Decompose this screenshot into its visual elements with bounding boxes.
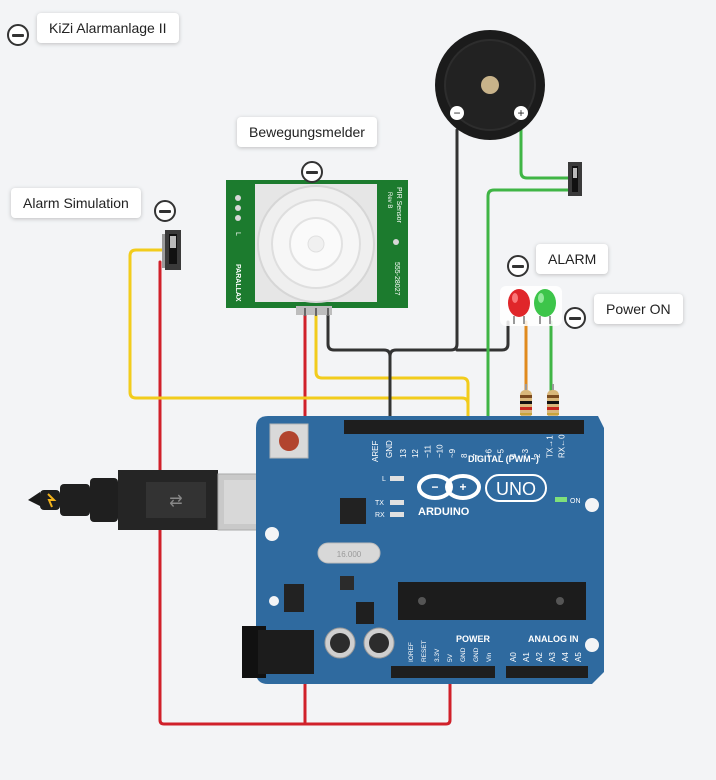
slide-switch-alarm-sim[interactable]: [162, 230, 181, 270]
digital-label: DIGITAL (PWM~): [468, 454, 539, 464]
digital-pin-label: ~3: [521, 448, 530, 458]
pir-label-1: PIR Sensor: [395, 187, 402, 223]
digital-pin-label: 7: [472, 453, 481, 458]
note-motion-text: Bewegungsmelder: [249, 124, 365, 140]
board-brand: ARDUINO: [418, 506, 470, 518]
digital-pin-label: ~9: [448, 448, 457, 458]
note-alarm-text: ALARM: [548, 251, 597, 267]
note-power-on[interactable]: Power ON: [594, 294, 683, 324]
digital-pin-label: ~10: [436, 444, 445, 458]
digital-pin-label: 4: [509, 453, 518, 458]
led-green[interactable]: [534, 289, 556, 324]
wire-red-switch-5v[interactable]: [158, 260, 452, 726]
power-pin-label: 5V: [447, 653, 454, 662]
piezo-buzzer[interactable]: − +: [435, 30, 545, 140]
note-motion-sensor[interactable]: Bewegungsmelder: [237, 117, 377, 147]
arduino-uno[interactable]: − +: [242, 416, 604, 684]
pir-part: 555-28027: [393, 262, 400, 296]
logo-plus: +: [459, 480, 466, 494]
digital-pin-label: 13: [399, 449, 408, 458]
board-led-rx: RX: [375, 512, 385, 519]
note-alarm-sim-text: Alarm Simulation: [23, 195, 129, 211]
digital-pin-label: RX←0: [558, 434, 567, 458]
digital-pin-label: ~11: [423, 444, 432, 458]
wire-black-buzzer-gnd[interactable]: [388, 128, 459, 358]
analog-pin-label: A4: [561, 652, 570, 662]
pin-aref: AREF: [371, 441, 380, 462]
board-on: ON: [570, 498, 581, 505]
note-collapse-alarm[interactable]: [507, 255, 529, 277]
note-collapse-motion[interactable]: [301, 161, 323, 183]
digital-pin-label: 2: [533, 453, 542, 458]
note-alarm-simulation[interactable]: Alarm Simulation: [11, 188, 141, 218]
note-power-on-text: Power ON: [606, 301, 671, 317]
note-alarm[interactable]: ALARM: [536, 244, 609, 274]
power-pin-label: GND: [460, 647, 467, 662]
logo-minus: −: [431, 480, 438, 494]
pin-gnd: GND: [385, 440, 394, 458]
pir-sensor[interactable]: L PARALLAX PIR Sensor Rev B 555-28027: [226, 180, 408, 316]
board-model: UNO: [496, 479, 536, 499]
power-label: POWER: [456, 634, 491, 644]
pir-brand: PARALLAX: [234, 264, 241, 302]
analog-pin-label: A1: [522, 652, 531, 662]
note-collapse-title[interactable]: [7, 24, 29, 46]
digital-pin-label: 8: [460, 453, 469, 458]
wire-yellow-pir-out[interactable]: [314, 310, 470, 428]
pir-label-2: Rev B: [386, 192, 392, 208]
power-pin-labels: IOREF RESET 3.3V 5V GND GND Vin: [408, 640, 493, 662]
note-project-title[interactable]: KiZi Alarmanlage II: [37, 13, 179, 43]
digital-pin-label: ~5: [497, 448, 506, 458]
note-collapse-power[interactable]: [564, 307, 586, 329]
board-led-l: L: [382, 476, 386, 483]
usb-icon: ⇄: [169, 493, 182, 510]
analog-pin-label: A5: [574, 652, 583, 662]
analog-pin-label: A0: [509, 652, 518, 662]
wire-black-pir-gnd[interactable]: [326, 310, 392, 428]
board-led-tx: TX: [375, 500, 384, 507]
pir-mark: L: [234, 232, 241, 236]
wire-green-buzzer-switch[interactable]: [519, 124, 570, 180]
wires: [128, 124, 570, 726]
analog-pin-label: A3: [548, 652, 557, 662]
crystal-label: 16.000: [337, 550, 362, 559]
note-collapse-alarm-sim[interactable]: [154, 200, 176, 222]
analog-pin-label: A2: [535, 652, 544, 662]
slide-switch-power[interactable]: [568, 162, 582, 196]
power-pin-label: IOREF: [408, 642, 415, 662]
wire-green-switch-pin7[interactable]: [486, 188, 570, 428]
power-pin-label: 3.3V: [434, 648, 441, 662]
buzzer-minus-label: −: [453, 106, 460, 120]
digital-pin-label: ~6: [484, 448, 493, 458]
digital-pin-label: 12: [411, 449, 420, 458]
digital-pin-label: TX→1: [545, 435, 554, 458]
power-pin-label: RESET: [421, 640, 428, 662]
power-pin-label: Vin: [486, 652, 493, 662]
analog-label: ANALOG IN: [528, 634, 579, 644]
project-title: KiZi Alarmanlage II: [49, 20, 167, 36]
buzzer-plus-label: +: [517, 106, 524, 120]
power-pin-label: GND: [473, 647, 480, 662]
analog-pin-labels: A0 A1 A2 A3 A4 A5: [509, 652, 583, 662]
wire-black-led-gnd[interactable]: [455, 320, 510, 352]
